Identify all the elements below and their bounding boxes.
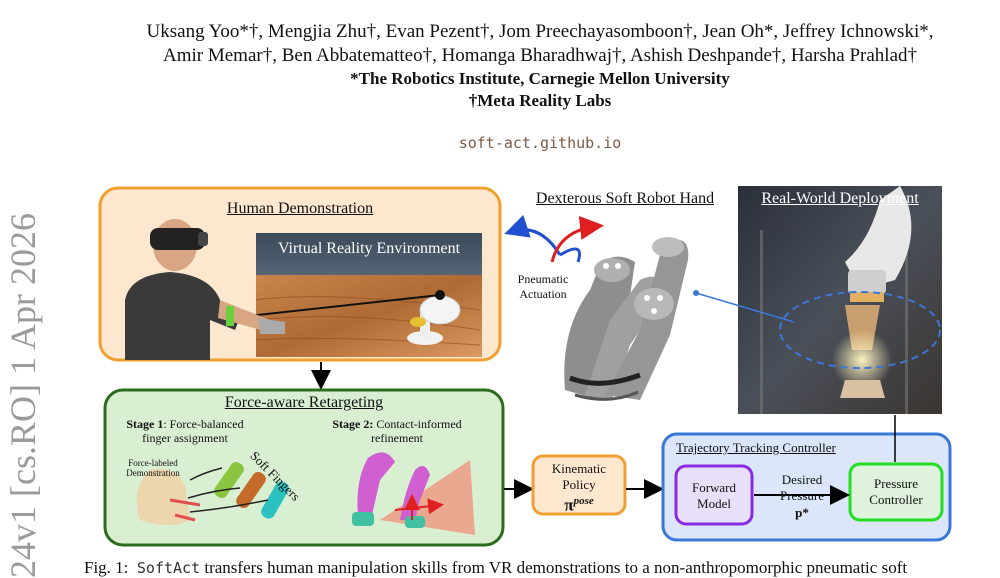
kinematic-policy-box (531, 454, 627, 516)
model-text: Model (697, 496, 731, 511)
hand-to-deployment-connector (695, 292, 795, 323)
affiliation-cmu: *The Robotics Institute, Carnegie Mellon… (350, 69, 730, 88)
human-operator-figure (125, 219, 285, 360)
actuation-label: Actuation (519, 287, 567, 301)
actuation-arrow-red (550, 215, 604, 263)
stage2-label: Stage 2: Contact-informed refinement (322, 417, 472, 445)
kinematic-policy-label: Kinematic Policy πpose (533, 461, 625, 514)
stage1-text-2: finger assignment (142, 431, 228, 445)
human-demonstration-title: Human Demonstration (226, 200, 374, 217)
stage2-text-2: refinement (371, 431, 423, 445)
pneumatic-label: Pneumatic (517, 272, 569, 286)
author-list: Uksang Yoo*†, Mengjia Zhu†, Evan Pezent†… (80, 20, 1000, 68)
real-world-deployment-title: Real-World Deployment (761, 190, 919, 207)
soft-robot-hand-illustration (564, 237, 689, 401)
kinematic-text: Kinematic (551, 461, 607, 476)
soft-robot-hand-title: Dexterous Soft Robot Hand (535, 190, 715, 207)
actuation-arrow-blue (504, 214, 562, 256)
pneumatic-actuation-label: Pneumatic Actuation (505, 272, 581, 302)
policy-symbol: πpose (533, 493, 625, 514)
pressure-text: Pressure (779, 488, 825, 503)
deployment-highlight-ellipse (779, 291, 941, 369)
stage1-bold: Stage 1 (126, 417, 164, 431)
pressure-controller-text-1: Pressure (873, 476, 919, 491)
contact-refinement-illustration (352, 452, 475, 535)
policy-text: Policy (562, 477, 596, 492)
stage1-text: : Force-balanced (163, 417, 244, 431)
soft-fingers-illustration (214, 461, 289, 519)
pose-superscript: pose (573, 495, 594, 507)
caption-text: transfers human manipulation skills from… (200, 558, 908, 577)
pressure-controller-text-2: Controller (869, 492, 923, 507)
pressure-controller-box (848, 462, 944, 522)
vr-pointer-ray (229, 294, 441, 319)
desired-pressure-label: Desired Pressure (762, 472, 842, 504)
trajectory-controller-title: Trajectory Tracking Controller (676, 440, 836, 455)
project-url[interactable]: soft-act.github.io (458, 134, 622, 152)
stage2-bold: Stage 2: (332, 417, 374, 431)
demonstration-text: Demonstration (126, 468, 180, 478)
caption-prefix: Fig. 1: (84, 558, 129, 577)
figure-caption: Fig. 1: SoftAct transfers human manipula… (84, 558, 907, 578)
forward-model-box (674, 464, 754, 526)
pressure-controller-label: Pressure Controller (850, 476, 942, 508)
force-aware-retargeting-title: Force-aware Retargeting (224, 394, 384, 411)
authors-line-2: Amir Memar†, Ben Abbatematteo†, Homanga … (162, 45, 918, 66)
authors-line-1: Uksang Yoo*†, Mengjia Zhu†, Evan Pezent†… (146, 21, 934, 42)
desired-text: Desired (781, 472, 823, 487)
force-labeled-demo-label: Force-labeled Demonstration (118, 458, 188, 478)
force-labeled-hand-illustration (136, 469, 201, 525)
pi-symbol: π (564, 495, 574, 515)
actuation-curl-arrow (559, 247, 581, 263)
p-star-label: p* (795, 505, 809, 520)
stage2-text: Contact-informed (373, 417, 462, 431)
forward-model-label: Forward Model (676, 480, 752, 512)
caption-method-name: SoftAct (136, 559, 201, 577)
vr-hand-marker (410, 317, 426, 327)
affiliation-meta: †Meta Reality Labs (468, 91, 612, 110)
stage1-label: Stage 1: Force-balanced finger assignmen… (120, 417, 250, 445)
forward-text: Forward (691, 480, 737, 495)
force-labeled-text: Force-labeled (128, 458, 178, 468)
vr-environment-label: Virtual Reality Environment (277, 240, 461, 257)
